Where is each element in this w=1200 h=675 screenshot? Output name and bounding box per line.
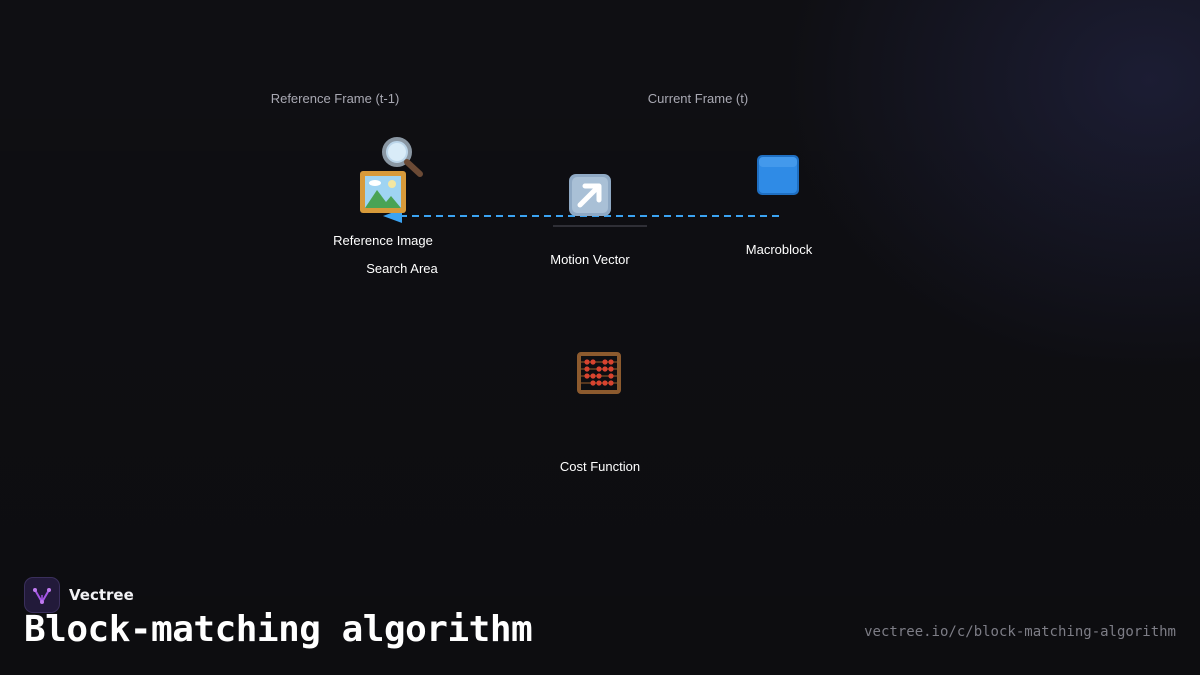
page-url[interactable]: vectree.io/c/block-matching-algorithm — [864, 624, 1176, 640]
brand-name: Vectree — [69, 586, 134, 604]
reference-image-label: Reference Image — [333, 233, 433, 248]
section-title-current-frame: Current Frame (t) — [647, 91, 749, 106]
framed-picture-icon — [360, 171, 406, 213]
magnifier-icon — [382, 137, 423, 177]
section-title-reference-frame: Reference Frame (t-1) — [270, 91, 400, 106]
cost-function-node[interactable] — [577, 352, 621, 394]
cost-function-label: Cost Function — [559, 459, 641, 474]
motion-vector-label: Motion Vector — [550, 252, 630, 267]
abacus-icon — [577, 352, 621, 394]
page-title: Block-matching algorithm — [24, 609, 533, 650]
blue-square-icon — [757, 155, 799, 195]
macroblock-node[interactable] — [756, 154, 800, 196]
macroblock-label: Macroblock — [745, 242, 813, 257]
motion-vector-node[interactable] — [568, 173, 612, 217]
search-area-node[interactable] — [379, 134, 425, 178]
brand: Vectree — [24, 577, 134, 613]
vectree-logo-icon — [24, 577, 60, 613]
reference-image-node[interactable] — [358, 169, 408, 215]
up-right-arrow-icon — [569, 174, 611, 216]
search-area-label: Search Area — [366, 261, 438, 276]
